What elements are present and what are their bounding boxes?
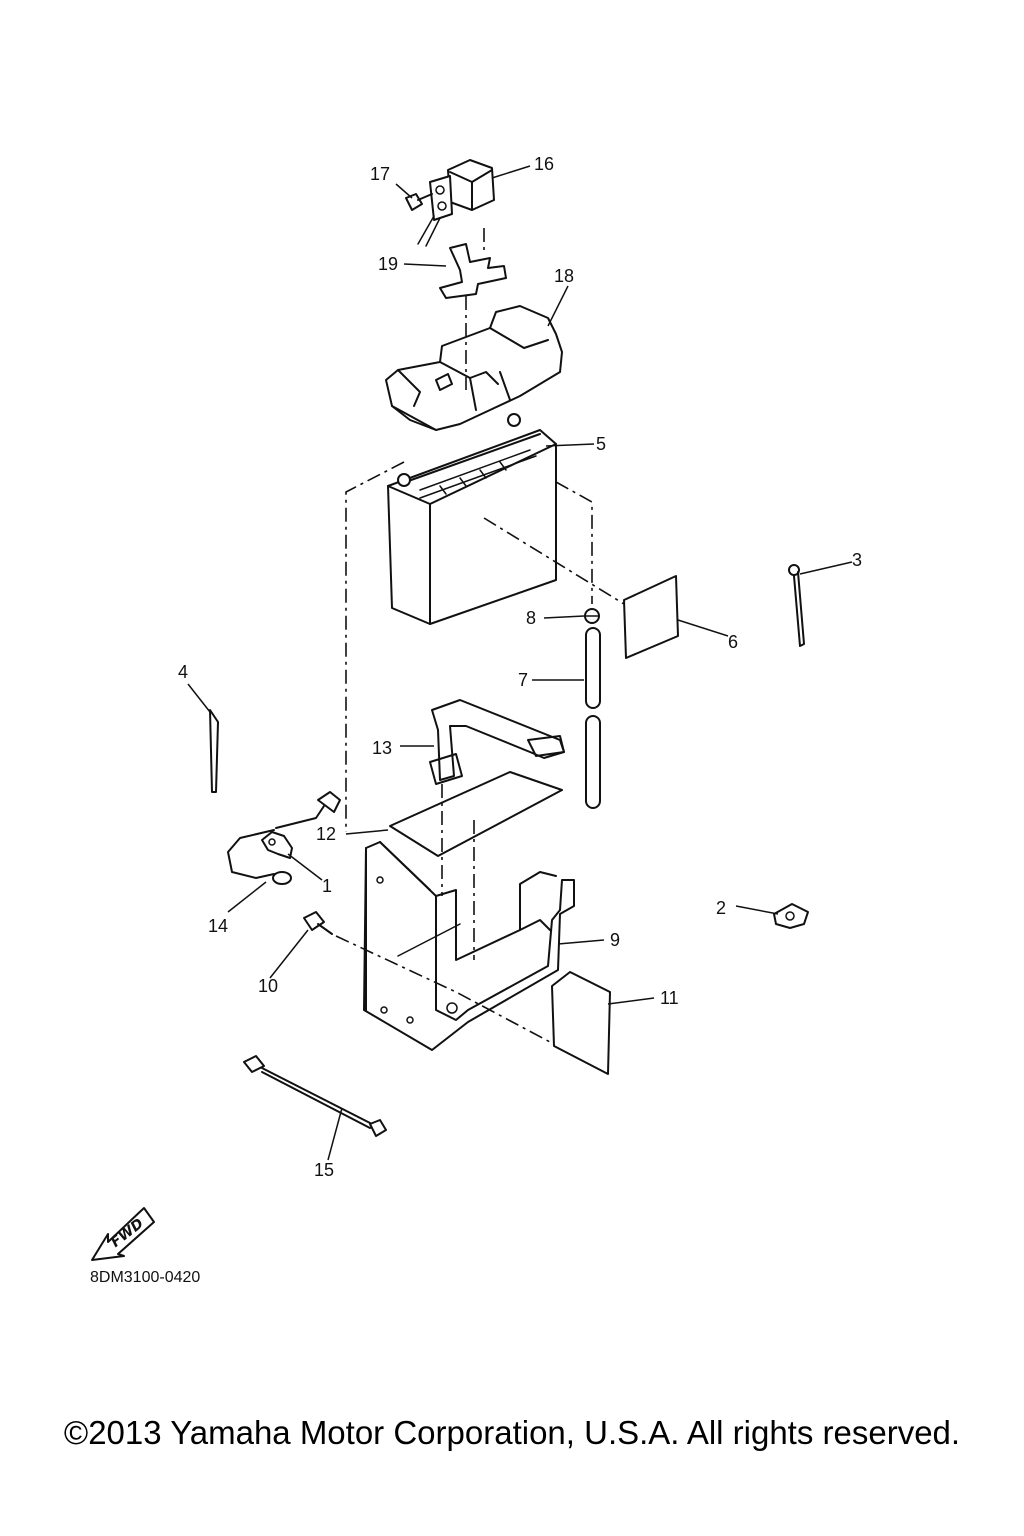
part-18-battery-cover xyxy=(385,305,563,431)
callout-11: 11 xyxy=(660,988,679,1008)
callout-18: 18 xyxy=(554,266,574,286)
callout-12: 12 xyxy=(316,824,336,844)
part-1-clamp xyxy=(261,831,293,859)
callout-3: 3 xyxy=(852,550,862,570)
leader-lines xyxy=(187,165,853,1161)
callout-labels: 17 16 19 18 5 3 8 6 4 7 13 12 1 2 14 9 1… xyxy=(178,154,862,1180)
callout-2: 2 xyxy=(716,898,726,918)
part-19-bracket xyxy=(439,243,507,299)
callout-16: 16 xyxy=(534,154,554,174)
part-14-lead xyxy=(227,791,341,885)
part-8-clamp xyxy=(584,608,600,624)
part-6-pad xyxy=(623,575,679,659)
part-13-strap xyxy=(429,699,565,785)
diagram-code: 8DM3100-0420 xyxy=(90,1269,200,1286)
part-17-bolt xyxy=(405,193,433,211)
callout-10: 10 xyxy=(258,976,278,996)
callout-7: 7 xyxy=(518,670,528,690)
callout-19: 19 xyxy=(378,254,398,274)
part-11-cover xyxy=(551,971,611,1075)
part-15-lead xyxy=(243,1055,387,1137)
part-16-relay xyxy=(417,159,495,247)
callout-1: 1 xyxy=(322,876,332,896)
part-5-battery xyxy=(387,413,557,625)
callout-5: 5 xyxy=(596,434,606,454)
part-12-sheet xyxy=(389,771,563,857)
exploded-view-drawing: 17 16 19 18 5 3 8 6 4 7 13 12 1 2 14 9 1… xyxy=(90,154,862,1286)
part-4-band xyxy=(209,709,219,793)
callout-15: 15 xyxy=(314,1160,334,1180)
copyright-notice: ©2013 Yamaha Motor Corporation, U.S.A. A… xyxy=(63,1414,961,1451)
part-10-bolt xyxy=(303,911,333,935)
callout-4: 4 xyxy=(178,662,188,682)
callout-8: 8 xyxy=(526,608,536,628)
part-7-hose xyxy=(585,627,601,809)
callout-13: 13 xyxy=(372,738,392,758)
callout-14: 14 xyxy=(208,916,228,936)
part-3-band xyxy=(788,564,805,647)
part-2-clamp xyxy=(773,903,809,929)
callout-17: 17 xyxy=(370,164,390,184)
callout-9: 9 xyxy=(610,930,620,950)
assembly-lines xyxy=(335,228,625,1043)
callout-6: 6 xyxy=(728,632,738,652)
part-9-battery-box xyxy=(363,841,575,1051)
fwd-arrow-icon: FWD xyxy=(91,1207,155,1261)
